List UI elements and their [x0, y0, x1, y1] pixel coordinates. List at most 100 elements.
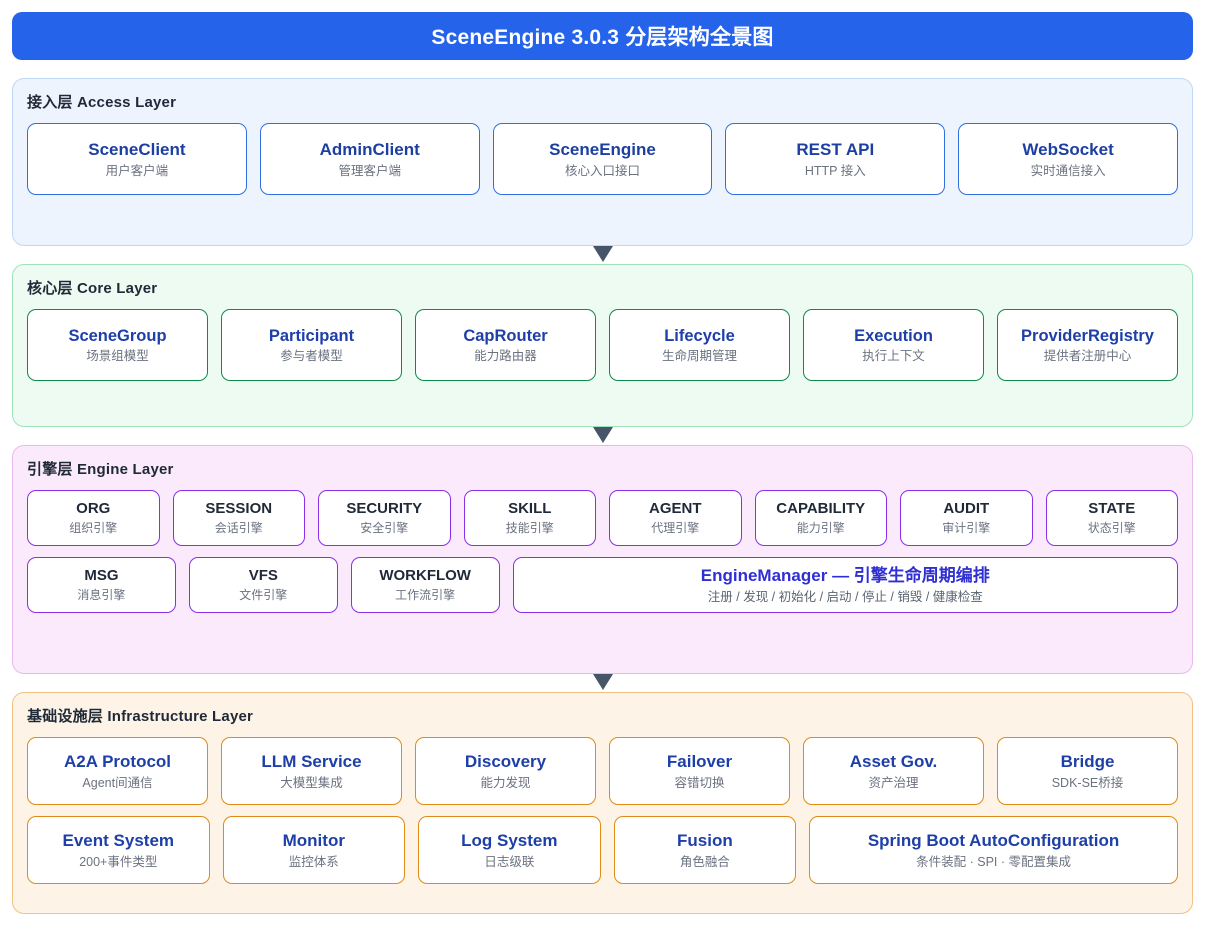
card-subtitle: 会话引擎	[214, 520, 263, 535]
card-title: AUDIT	[943, 499, 990, 517]
layer-core: 核心层 Core Layer SceneGroup 场景组模型 Particip…	[12, 264, 1193, 427]
card-session-engine[interactable]: SESSION 会话引擎	[172, 490, 305, 546]
layer-engine: 引擎层 Engine Layer ORG 组织引擎 SESSION 会话引擎 S…	[12, 445, 1193, 674]
card-adminclient[interactable]: AdminClient 管理客户端	[259, 123, 480, 195]
card-title: Event System	[62, 831, 175, 851]
card-workflow-engine[interactable]: WORKFLOW 工作流引擎	[350, 557, 500, 613]
card-skill-engine[interactable]: SKILL 技能引擎	[463, 490, 596, 546]
card-sceneclient[interactable]: SceneClient 用户客户端	[27, 123, 247, 195]
layer-infrastructure-row-1: A2A Protocol Agent间通信 LLM Service 大模型集成 …	[27, 737, 1178, 805]
card-security-engine[interactable]: SECURITY 安全引擎	[318, 490, 451, 546]
card-spring-boot-autoconfiguration[interactable]: Spring Boot AutoConfiguration 条件装配 · SPI…	[809, 816, 1178, 884]
card-subtitle: 能力发现	[480, 775, 531, 790]
spacer-title-to-access	[12, 60, 1193, 78]
card-scenegroup[interactable]: SceneGroup 场景组模型	[27, 309, 208, 381]
card-title: ProviderRegistry	[1021, 326, 1154, 345]
card-title: SceneEngine	[549, 140, 656, 160]
card-subtitle: HTTP 接入	[804, 163, 866, 178]
card-subtitle: 审计引擎	[942, 520, 991, 535]
connector-engine-to-infra	[12, 673, 1193, 692]
layer-access-title: 接入层 Access Layer	[27, 94, 177, 111]
card-vfs-engine[interactable]: VFS 文件引擎	[188, 557, 338, 613]
card-subtitle: 文件引擎	[239, 587, 288, 602]
layer-access-row-1: SceneClient 用户客户端 AdminClient 管理客户端 Scen…	[27, 123, 1178, 195]
card-subtitle: 实时通信接入	[1030, 163, 1106, 178]
card-enginemanager[interactable]: EngineManager — 引擎生命周期编排 注册 / 发现 / 初始化 /…	[512, 557, 1178, 613]
card-title: REST API	[796, 140, 875, 160]
card-state-engine[interactable]: STATE 状态引擎	[1045, 490, 1178, 546]
card-llm-service[interactable]: LLM Service 大模型集成	[221, 737, 402, 805]
card-title: STATE	[1088, 499, 1136, 517]
card-title: Fusion	[677, 831, 733, 851]
card-sceneengine[interactable]: SceneEngine 核心入口接口	[492, 123, 713, 195]
card-asset-gov[interactable]: Asset Gov. 资产治理	[803, 737, 984, 805]
card-subtitle: 注册 / 发现 / 初始化 / 启动 / 停止 / 销毁 / 健康检查	[707, 589, 983, 604]
card-msg-engine[interactable]: MSG 消息引擎	[27, 557, 176, 613]
card-org-engine[interactable]: ORG 组织引擎	[27, 490, 160, 546]
card-subtitle: 场景组模型	[86, 349, 149, 364]
card-title: Discovery	[464, 752, 547, 772]
card-subtitle: 能力路由器	[474, 349, 537, 364]
card-title: CapRouter	[463, 326, 548, 345]
connector-core-to-engine	[12, 426, 1193, 445]
card-subtitle: 条件装配 · SPI · 零配置集成	[916, 854, 1071, 869]
card-title: Lifecycle	[664, 326, 735, 345]
card-agent-engine[interactable]: AGENT 代理引擎	[609, 490, 742, 546]
card-discovery[interactable]: Discovery 能力发现	[415, 737, 596, 805]
card-event-system[interactable]: Event System 200+事件类型	[27, 816, 210, 884]
card-subtitle: 大模型集成	[280, 775, 343, 790]
card-execution[interactable]: Execution 执行上下文	[803, 309, 984, 381]
card-providerregistry[interactable]: ProviderRegistry 提供者注册中心	[997, 309, 1178, 381]
card-title: Asset Gov.	[849, 752, 938, 772]
card-title: SESSION	[205, 499, 273, 517]
card-websocket[interactable]: WebSocket 实时通信接入	[958, 123, 1178, 195]
card-lifecycle[interactable]: Lifecycle 生命周期管理	[609, 309, 790, 381]
card-subtitle: 200+事件类型	[79, 854, 158, 869]
card-bridge[interactable]: Bridge SDK-SE桥接	[997, 737, 1178, 805]
card-title: WORKFLOW	[379, 566, 471, 584]
card-subtitle: 状态引擎	[1087, 520, 1136, 535]
card-participant[interactable]: Participant 参与者模型	[221, 309, 402, 381]
layer-infrastructure-title: 基础设施层 Infrastructure Layer	[27, 708, 254, 725]
card-subtitle: 代理引擎	[651, 520, 700, 535]
card-subtitle: 能力引擎	[796, 520, 845, 535]
page-title-text: SceneEngine 3.0.3 分层架构全景图	[431, 26, 774, 49]
card-subtitle: 参与者模型	[280, 349, 343, 364]
arrow-down-triangle-icon	[592, 426, 613, 443]
card-subtitle: 用户客户端	[105, 163, 169, 178]
layer-access: 接入层 Access Layer SceneClient 用户客户端 Admin…	[12, 78, 1193, 246]
card-title: CAPABILITY	[776, 499, 866, 517]
card-monitor[interactable]: Monitor 监控体系	[222, 816, 406, 884]
card-title: Bridge	[1060, 752, 1115, 772]
layer-infrastructure-row-2: Event System 200+事件类型 Monitor 监控体系 Log S…	[27, 816, 1178, 884]
card-subtitle: 消息引擎	[77, 587, 126, 602]
card-subtitle: 提供者注册中心	[1043, 349, 1132, 364]
card-subtitle: 技能引擎	[505, 520, 554, 535]
arrow-down-triangle-icon	[592, 673, 613, 690]
card-rest-api[interactable]: REST API HTTP 接入	[725, 123, 946, 195]
card-title: WebSocket	[1022, 140, 1114, 160]
card-subtitle: 容错切换	[674, 775, 725, 790]
card-title: SKILL	[508, 499, 552, 517]
layer-core-title: 核心层 Core Layer	[27, 280, 158, 297]
card-log-system[interactable]: Log System 日志级联	[418, 816, 601, 884]
card-a2a-protocol[interactable]: A2A Protocol Agent间通信	[27, 737, 208, 805]
card-capability-engine[interactable]: CAPABILITY 能力引擎	[754, 490, 887, 546]
card-title: LLM Service	[261, 752, 362, 772]
card-subtitle: 资产治理	[868, 775, 919, 790]
card-audit-engine[interactable]: AUDIT 审计引擎	[900, 490, 1033, 546]
card-subtitle: SDK-SE桥接	[1051, 775, 1124, 790]
card-title: Monitor	[282, 831, 345, 851]
card-title: AGENT	[649, 499, 702, 517]
card-title: Participant	[268, 326, 355, 345]
card-subtitle: Agent间通信	[82, 775, 153, 790]
card-title: SECURITY	[346, 499, 423, 517]
layer-engine-title: 引擎层 Engine Layer	[27, 461, 174, 478]
card-subtitle: 执行上下文	[862, 349, 925, 364]
card-title: ORG	[76, 499, 111, 517]
card-caprouter[interactable]: CapRouter 能力路由器	[415, 309, 596, 381]
card-fusion[interactable]: Fusion 角色融合	[613, 816, 797, 884]
card-title: A2A Protocol	[63, 752, 172, 772]
card-failover[interactable]: Failover 容错切换	[609, 737, 790, 805]
